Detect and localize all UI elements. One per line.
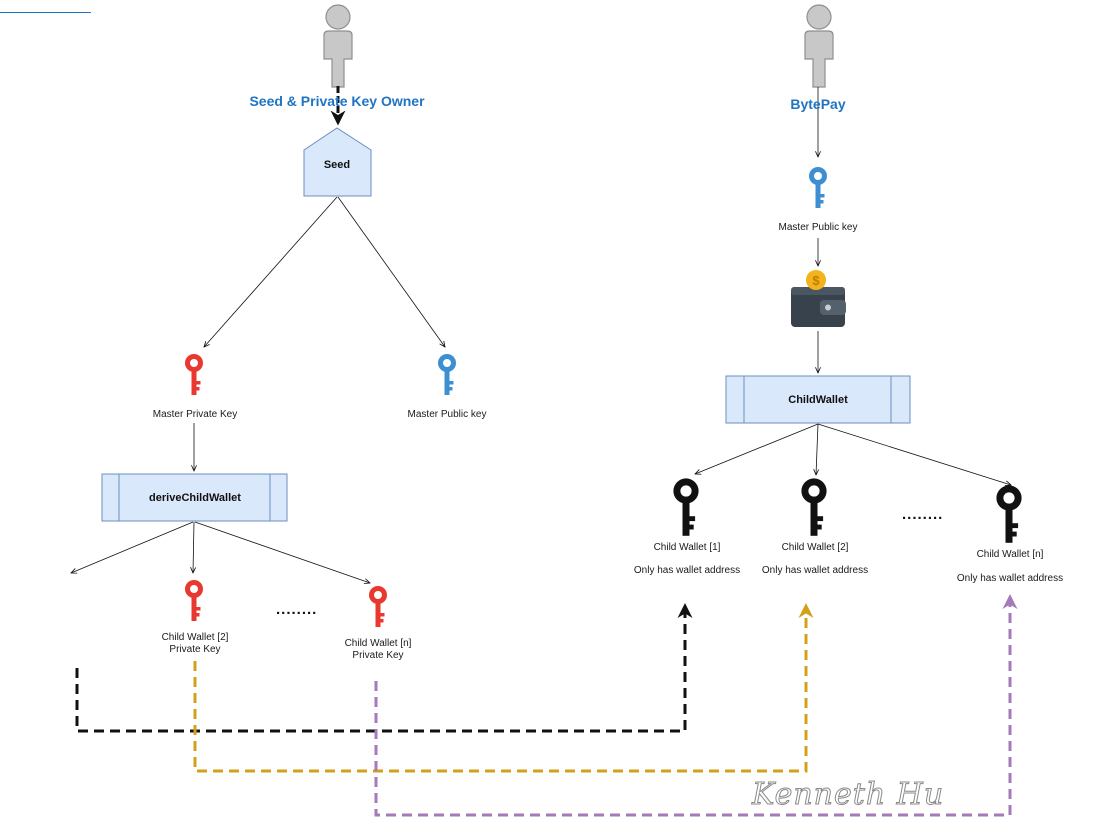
child-wallet-n-private-line1: Child Wallet [n] bbox=[344, 638, 412, 649]
owner-title: Seed & Private Key Owner bbox=[249, 93, 425, 109]
childwallet-to-c1-arrow bbox=[695, 423, 819, 474]
derive-to-childn-arrow bbox=[194, 521, 370, 583]
child-wallet-2-name: Child Wallet [2] bbox=[781, 542, 849, 553]
child-wallet-1-note: Only has wallet address bbox=[633, 565, 741, 576]
child-wallet-n-private-line2: Private Key bbox=[352, 650, 404, 661]
seed-to-public-arrow bbox=[337, 196, 445, 347]
child-wallet-1-key-icon bbox=[673, 478, 699, 536]
owner-actor-icon bbox=[323, 4, 353, 88]
top-left-link-underline bbox=[0, 0, 91, 13]
derive-child-wallet-label: deriveChildWallet bbox=[149, 492, 241, 504]
master-public-key-label-right: Master Public key bbox=[778, 222, 858, 233]
link-childn-purple bbox=[374, 594, 1018, 817]
child-wallet-n-name: Child Wallet [n] bbox=[976, 549, 1044, 560]
link-child2-gold bbox=[193, 603, 814, 773]
derive-to-child2-arrow bbox=[193, 521, 194, 573]
master-private-key-icon bbox=[185, 354, 203, 395]
master-public-key-icon-right bbox=[809, 167, 827, 208]
master-public-key-icon-left bbox=[438, 354, 456, 395]
child-wallet-n-private-key-icon bbox=[369, 586, 387, 627]
link-child1-black bbox=[75, 603, 693, 733]
child-wallet-n-key-icon bbox=[996, 485, 1022, 543]
master-public-key-label-left: Master Public key bbox=[407, 409, 487, 420]
child-wallet-2-private-line1: Child Wallet [2] bbox=[161, 632, 229, 643]
seed-shape: Seed bbox=[303, 127, 372, 197]
child-wallet-2-private-key-icon bbox=[185, 580, 203, 621]
childwallet-to-c2-arrow bbox=[816, 423, 818, 475]
master-private-key-label: Master Private Key bbox=[152, 409, 238, 420]
derive-to-child1-arrow bbox=[71, 521, 194, 573]
bytepay-title: BytePay bbox=[790, 96, 846, 112]
child-wallet-2-note: Only has wallet address bbox=[761, 565, 869, 576]
seed-to-private-arrow bbox=[204, 196, 338, 347]
child-wallet-2-key-icon bbox=[801, 478, 827, 536]
childwallet-to-cn-arrow bbox=[817, 423, 1011, 485]
wallet-icon: $ bbox=[791, 270, 846, 327]
left-ellipsis: ........ bbox=[276, 601, 318, 618]
derive-child-wallet-box: deriveChildWallet bbox=[101, 473, 288, 522]
child-wallet-n-note: Only has wallet address bbox=[956, 573, 1064, 584]
right-ellipsis: ........ bbox=[902, 506, 944, 523]
child-wallet-1-name: Child Wallet [1] bbox=[653, 542, 721, 553]
author-signature: Kenneth Hu bbox=[751, 777, 945, 813]
child-wallet-box: ChildWallet bbox=[725, 375, 911, 424]
child-wallet-2-private-line2: Private Key bbox=[169, 644, 221, 655]
svg-text:$: $ bbox=[812, 273, 820, 288]
seed-label: Seed bbox=[324, 159, 350, 171]
bytepay-actor-icon bbox=[804, 4, 834, 88]
child-wallet-label: ChildWallet bbox=[788, 394, 848, 406]
